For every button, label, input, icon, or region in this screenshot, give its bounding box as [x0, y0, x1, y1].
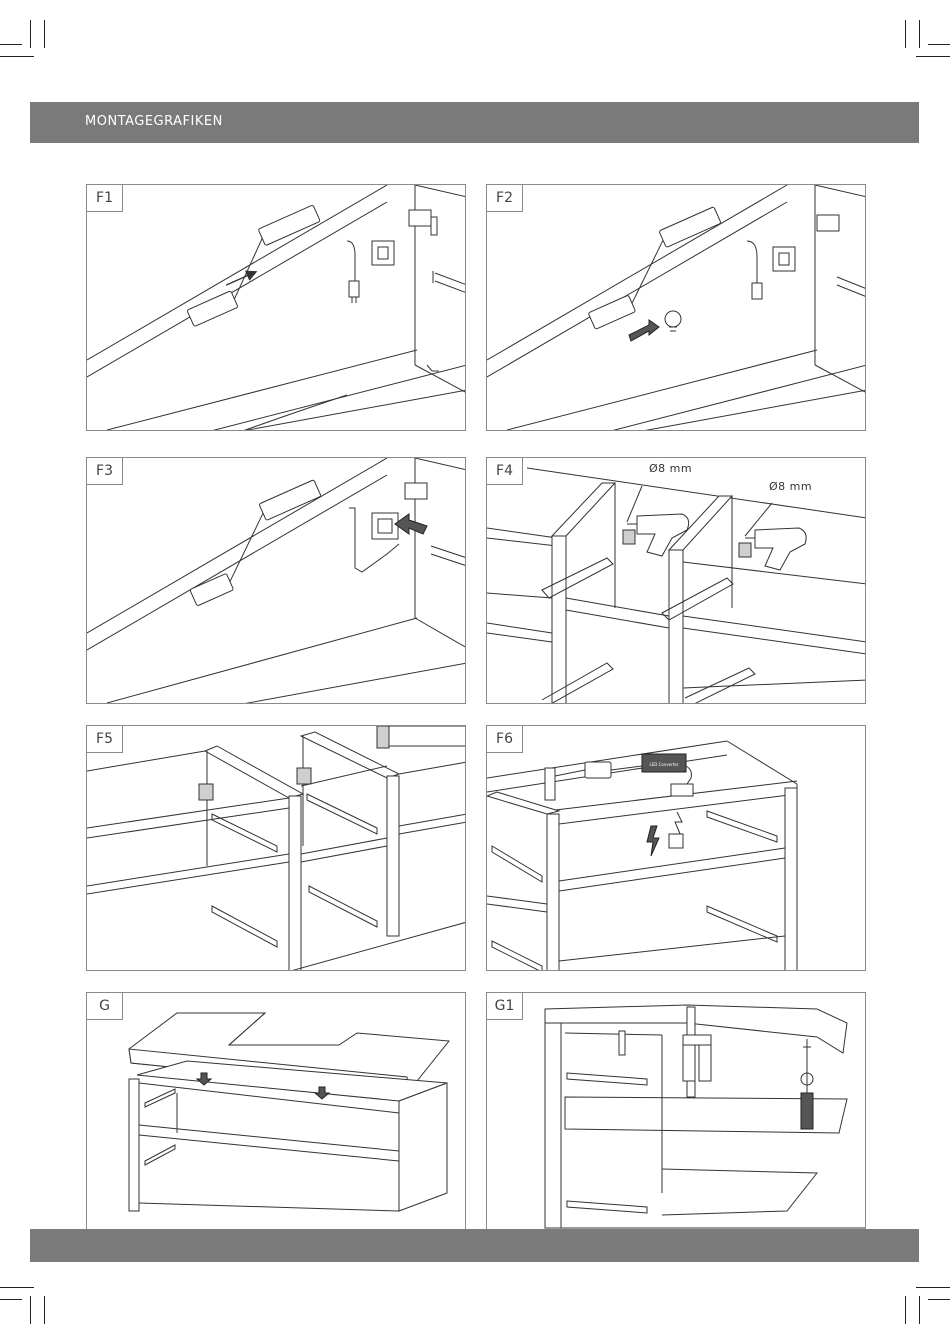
dimension-label: Ø8 mm: [649, 462, 692, 475]
assembly-drawing-g1: [487, 993, 866, 1232]
panel-f3: F3: [86, 457, 466, 704]
assembly-drawing-f3: [87, 458, 466, 704]
led-converter-label: LED Converter: [649, 762, 678, 767]
crop-mark: [916, 56, 950, 57]
crop-mark: [916, 1287, 950, 1288]
crop-mark: [919, 1296, 920, 1324]
dimension-label: Ø8 mm: [769, 480, 812, 493]
crop-mark: [919, 20, 920, 48]
panel-f2: F2: [486, 184, 866, 431]
assembly-drawing-f1: [87, 185, 466, 431]
assembly-drawing-f2: [487, 185, 866, 431]
crop-mark: [0, 44, 22, 45]
panel-label: G1: [487, 993, 523, 1020]
panel-label: F6: [487, 726, 523, 753]
panel-label: F3: [87, 458, 123, 485]
crop-mark: [905, 20, 906, 48]
crop-mark: [928, 1299, 950, 1300]
page-title: MONTAGEGRAFIKEN: [85, 114, 223, 129]
header-bar: MONTAGEGRAFIKEN: [30, 102, 919, 143]
crop-mark: [30, 1296, 31, 1324]
panel-label: F2: [487, 185, 523, 212]
panel-f6: F6 LED Converter: [486, 725, 866, 971]
panel-f4: F4 Ø8 mm Ø8 mm: [486, 457, 866, 704]
assembly-drawing-f4: [487, 458, 866, 704]
panel-g: G: [86, 992, 466, 1232]
assembly-drawing-f6: LED Converter: [487, 726, 866, 971]
assembly-drawing-g: [87, 993, 466, 1232]
crop-mark: [44, 20, 45, 48]
crop-mark: [905, 1296, 906, 1324]
panel-label: F4: [487, 458, 523, 485]
footer-bar: [30, 1229, 919, 1262]
crop-mark: [30, 20, 31, 48]
panel-label: G: [87, 993, 123, 1020]
crop-mark: [0, 1299, 22, 1300]
crop-mark: [928, 44, 950, 45]
panel-f5: F5: [86, 725, 466, 971]
panel-g1: G1: [486, 992, 866, 1232]
crop-mark: [0, 56, 34, 57]
panel-label: F1: [87, 185, 123, 212]
panel-f1: F1: [86, 184, 466, 431]
panel-label: F5: [87, 726, 123, 753]
crop-mark: [44, 1296, 45, 1324]
crop-mark: [0, 1287, 34, 1288]
assembly-drawing-f5: [87, 726, 466, 971]
